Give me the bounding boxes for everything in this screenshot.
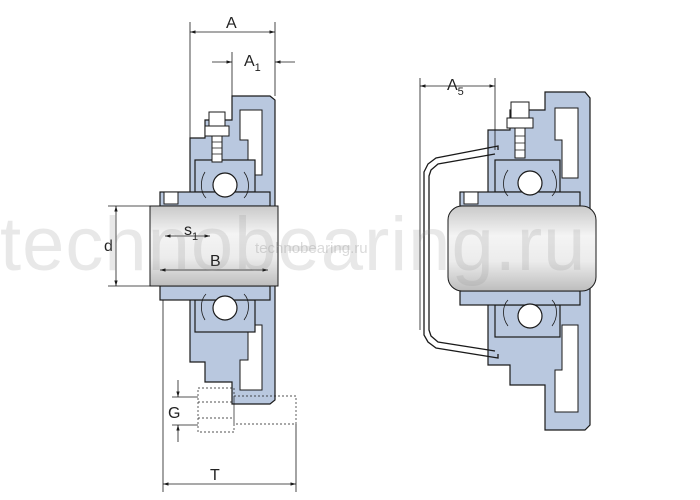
right-housing-section-top [554,107,579,179]
right-housing-section-bottom [554,324,579,413]
right-grease-nipple [506,101,534,159]
dim-A5 [419,78,496,330]
right-view: A5 [419,77,597,431]
label-A5: A5 [447,77,464,98]
dim-d [108,205,150,287]
label-T: T [210,467,220,484]
label-d: d [104,238,113,255]
watermark-large: technobearing.ru [0,202,587,287]
right-ball-bottom [517,303,543,329]
dim-T [162,300,297,492]
right-end-cover-inner [428,153,496,352]
right-shaft [447,205,597,292]
label-B: B [210,253,221,270]
dim-A [189,22,276,138]
left-set-screw [163,191,179,205]
label-A1: A1 [244,53,261,74]
watermark-small: technobearing.ru [255,240,368,257]
dim-G [172,380,198,442]
right-end-cover [423,145,499,359]
label-s1: s1 [184,222,198,243]
left-ball-top [212,172,238,198]
right-set-screw [463,191,479,205]
dim-A1 [212,52,295,96]
left-seal-bottom [200,293,249,321]
label-G: G [168,405,180,422]
label-A: A [226,15,237,32]
left-view: A A1 d s1 B G T [104,15,297,492]
left-bolt [197,387,297,433]
left-seal-top [200,171,249,199]
left-grease-nipple [204,111,230,163]
right-seal-bottom [503,299,557,327]
right-inner-ring-bottom [459,290,581,306]
left-ball-bottom [212,295,238,321]
left-shaft [149,205,279,287]
right-ball-top [517,170,543,196]
right-seal-top [503,169,557,197]
